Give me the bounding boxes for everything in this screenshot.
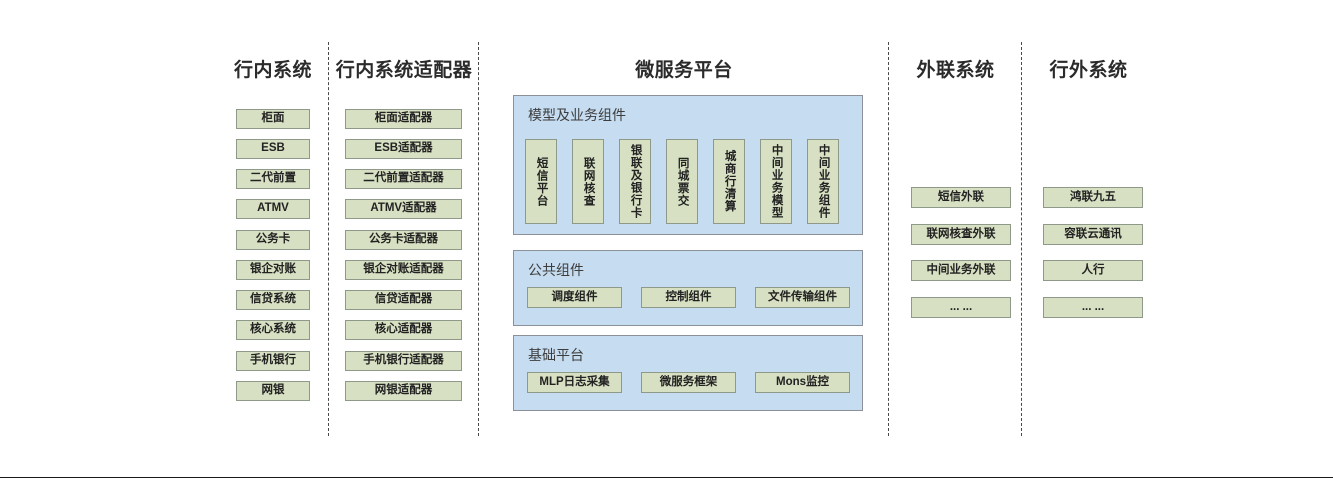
node-outside-bank-system[interactable]: 人行 — [1043, 260, 1143, 281]
node-in-bank-adapter[interactable]: 公务卡适配器 — [345, 230, 462, 250]
node-public-component[interactable]: 文件传输组件 — [755, 287, 850, 308]
node-business-component[interactable]: 短信平台 — [525, 139, 557, 224]
node-in-bank-adapter[interactable]: 柜面适配器 — [345, 109, 462, 129]
node-external-link-system[interactable]: 中间业务外联 — [911, 260, 1011, 281]
node-label: 城商行清算 — [723, 150, 736, 213]
node-in-bank-system[interactable]: ESB — [236, 139, 310, 159]
column-title-outside-bank-systems: 行外系统 — [1049, 60, 1128, 81]
panel-title-public-components: 公共组件 — [528, 262, 584, 278]
node-external-link-system[interactable]: 短信外联 — [911, 187, 1011, 208]
node-public-component[interactable]: 调度组件 — [527, 287, 622, 308]
node-base-platform-component[interactable]: MLP日志采集 — [527, 372, 622, 393]
node-in-bank-adapter[interactable]: ATMV适配器 — [345, 199, 462, 219]
bottom-divider — [0, 477, 1333, 478]
node-business-component[interactable]: 城商行清算 — [713, 139, 745, 224]
node-business-component[interactable]: 同城票交 — [666, 139, 698, 224]
node-label: 中间业务组件 — [817, 144, 830, 219]
node-public-component[interactable]: 控制组件 — [641, 287, 736, 308]
node-in-bank-adapter[interactable]: 银企对账适配器 — [345, 260, 462, 280]
node-in-bank-adapter[interactable]: ESB适配器 — [345, 139, 462, 159]
column-title-in-bank-adapters: 行内系统适配器 — [335, 60, 473, 81]
node-in-bank-system[interactable]: 二代前置 — [236, 169, 310, 189]
divider-2 — [478, 42, 479, 436]
node-business-component[interactable]: 联网核查 — [572, 139, 604, 224]
node-base-platform-component[interactable]: 微服务框架 — [641, 372, 736, 393]
node-in-bank-adapter[interactable]: 核心适配器 — [345, 320, 462, 340]
node-label: 同城票交 — [676, 156, 689, 207]
node-outside-bank-system[interactable]: 容联云通讯 — [1043, 224, 1143, 245]
node-label: 中间业务模型 — [770, 144, 783, 219]
node-in-bank-adapter[interactable]: 二代前置适配器 — [345, 169, 462, 189]
node-external-link-system[interactable]: 联网核查外联 — [911, 224, 1011, 245]
column-title-in-bank-systems: 行内系统 — [233, 60, 312, 81]
panel-title-model-business-components: 模型及业务组件 — [528, 107, 626, 123]
node-in-bank-system[interactable]: ATMV — [236, 199, 310, 219]
node-business-component[interactable]: 中间业务模型 — [760, 139, 792, 224]
node-label: 短信平台 — [535, 156, 548, 207]
divider-1 — [328, 42, 329, 436]
node-base-platform-component[interactable]: Mons监控 — [755, 372, 850, 393]
node-in-bank-system[interactable]: 银企对账 — [236, 260, 310, 280]
node-label: 银联及银行卡 — [629, 144, 642, 219]
node-business-component[interactable]: 银联及银行卡 — [619, 139, 651, 224]
node-outside-bank-system[interactable]: 鸿联九五 — [1043, 187, 1143, 208]
node-external-link-system[interactable]: ... ... — [911, 297, 1011, 318]
node-label: 联网核查 — [582, 156, 595, 207]
panel-title-base-platform: 基础平台 — [528, 347, 584, 363]
node-in-bank-system[interactable]: 网银 — [236, 381, 310, 401]
node-business-component[interactable]: 中间业务组件 — [807, 139, 839, 224]
node-in-bank-system[interactable]: 公务卡 — [236, 230, 310, 250]
divider-3 — [888, 42, 889, 436]
node-in-bank-system[interactable]: 核心系统 — [236, 320, 310, 340]
column-title-microservice-platform: 微服务平台 — [635, 60, 733, 81]
node-in-bank-adapter[interactable]: 网银适配器 — [345, 381, 462, 401]
node-in-bank-adapter[interactable]: 信贷适配器 — [345, 290, 462, 310]
node-outside-bank-system[interactable]: ... ... — [1043, 297, 1143, 318]
node-in-bank-system[interactable]: 信贷系统 — [236, 290, 310, 310]
column-title-external-link-systems: 外联系统 — [916, 60, 995, 81]
node-in-bank-system[interactable]: 手机银行 — [236, 351, 310, 371]
node-in-bank-adapter[interactable]: 手机银行适配器 — [345, 351, 462, 371]
divider-4 — [1021, 42, 1022, 436]
node-in-bank-system[interactable]: 柜面 — [236, 109, 310, 129]
